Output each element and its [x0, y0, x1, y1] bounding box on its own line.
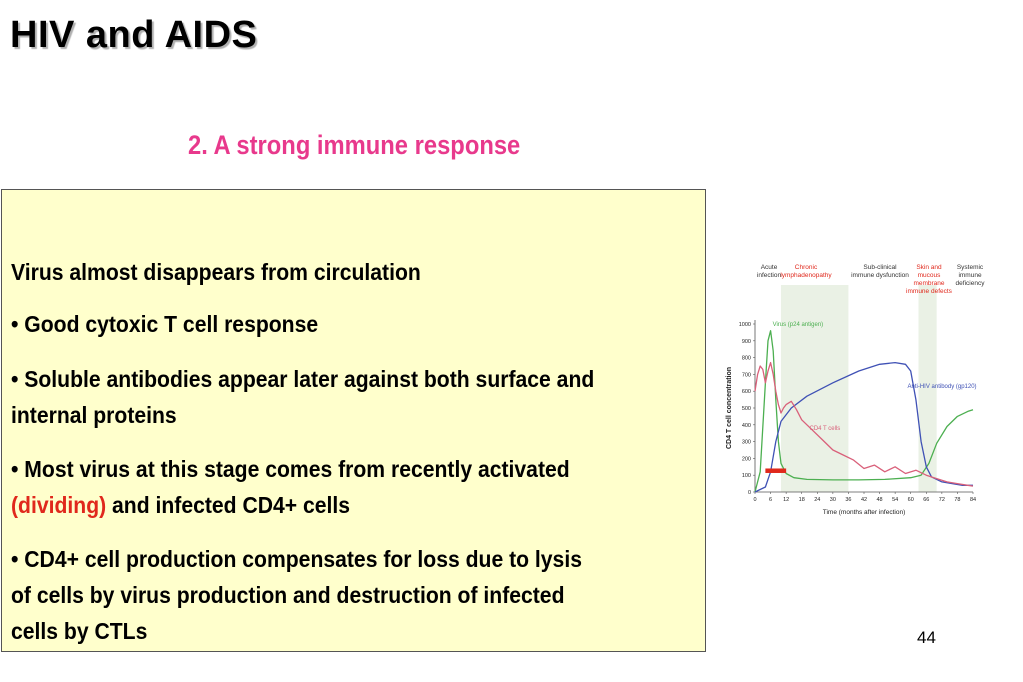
y-tick-label: 600 [742, 389, 751, 395]
slide-title: HIV and AIDS [10, 14, 258, 56]
x-tick-label: 72 [939, 497, 945, 503]
series-line-0 [754, 330, 974, 493]
y-tick-label: 400 [742, 423, 751, 429]
bullet-line-3a: • Soluble antibodies appear later agains… [11, 366, 595, 392]
x-tick-label: 36 [845, 497, 851, 503]
series-line-1 [754, 361, 973, 493]
x-tick-label: 42 [861, 497, 867, 503]
y-axis-label: CD4 T cell concentration [726, 367, 733, 449]
x-tick-label: 54 [892, 497, 898, 503]
dividing-highlight: (dividing) [11, 492, 107, 518]
y-tick-label: 100 [742, 473, 751, 479]
x-tick-label: 66 [923, 497, 929, 503]
series-line-2 [754, 361, 974, 487]
x-tick-label: 78 [954, 497, 960, 503]
x-tick-label: 6 [769, 497, 772, 503]
y-tick-label: 0 [748, 490, 751, 496]
y-tick-label: 1000 [739, 322, 751, 328]
stage-marker [765, 468, 787, 473]
bullet-line-1: Virus almost disappears from circulation [11, 259, 421, 285]
y-tick-label: 800 [742, 356, 751, 362]
x-tick-label: 60 [908, 497, 914, 503]
y-tick-label: 300 [742, 440, 751, 446]
y-tick-label: 500 [742, 406, 751, 412]
bullet-line-2: • Good cytoxic T cell response [11, 311, 319, 337]
bullet-line-4a: • Most virus at this stage comes from re… [11, 456, 570, 482]
bullet-text-box: Virus almost disappears from circulation… [1, 189, 706, 652]
x-tick-label: 48 [877, 497, 883, 503]
bullet-line-4b: (dividing) and infected CD4+ cells [11, 487, 641, 523]
x-tick-label: 84 [970, 497, 976, 503]
bullet-line-3b: internal proteins [11, 402, 177, 428]
y-tick-label: 900 [742, 339, 751, 345]
x-axis-label: Time (months after infection) [823, 509, 905, 516]
bullet-line-5a: • CD4+ cell production compensates for l… [11, 546, 582, 572]
phase-shade-1 [918, 285, 937, 492]
slide-subtitle: 2. A strong immune response [188, 130, 521, 160]
phase-shade-0 [780, 285, 849, 492]
y-tick-label: 200 [742, 456, 751, 462]
bullet-line-5c: cells by CTLs [11, 618, 148, 644]
x-tick-label: 18 [799, 497, 805, 503]
x-tick-label: 0 [753, 497, 756, 503]
x-tick-label: 12 [783, 497, 789, 503]
x-tick-label: 24 [814, 497, 820, 503]
series-label-0: Virus (p24 antigen) [773, 322, 824, 328]
series-label-1: Anti-HIV antibody (gp120) [908, 384, 977, 390]
page-number: 44 [917, 628, 936, 647]
bullet-line-4b-rest: and infected CD4+ cells [106, 492, 351, 518]
y-tick-label: 700 [742, 372, 751, 378]
bullet-line-5b: of cells by virus production and destruc… [11, 582, 565, 608]
series-label-2: CD4 T cells [810, 426, 841, 432]
x-tick-label: 30 [830, 497, 836, 503]
